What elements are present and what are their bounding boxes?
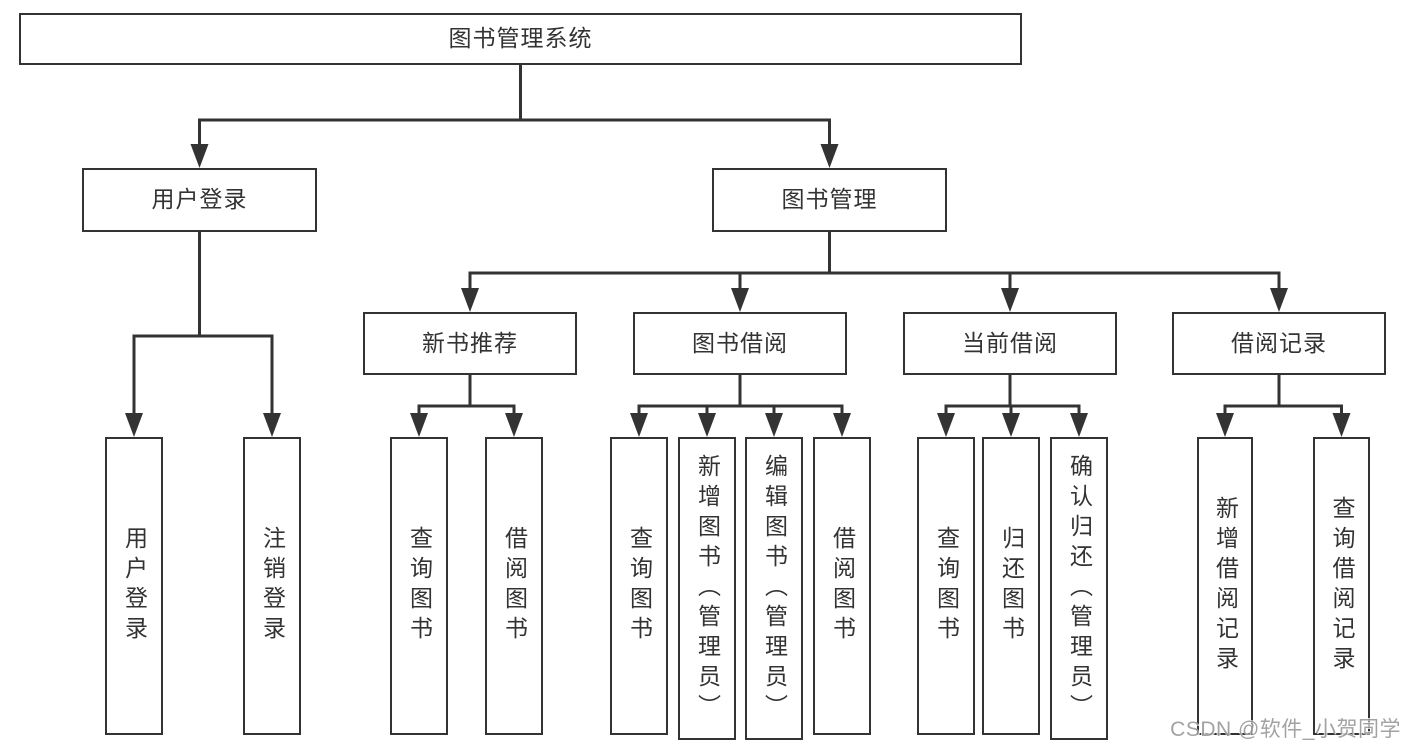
- node-borrow-records: 借阅记录: [1172, 312, 1386, 375]
- arrowhead-to-book-mgmt: [820, 144, 839, 168]
- connector-new-book-rec: [410, 375, 523, 437]
- node-leaf-logout: 注销登录: [243, 437, 301, 735]
- arrowhead-to-leaf-logout: [263, 413, 281, 437]
- node-leaf-user-login: 用户登录: [105, 437, 163, 735]
- arrowhead-to-leaf-confirm-return: [1070, 413, 1088, 437]
- arrowhead-to-book-borrow: [731, 288, 749, 312]
- connector-book-mgmt: [461, 232, 1288, 312]
- arrowhead-to-current-borrow: [1001, 288, 1019, 312]
- node-leaf-query-record: 查询借阅记录: [1313, 437, 1370, 735]
- arrowhead-to-leaf-query-book-2: [630, 413, 648, 437]
- arrowhead-to-leaf-query-book-3: [937, 413, 955, 437]
- connector-current-borrow: [937, 375, 1088, 437]
- node-new-book-rec: 新书推荐: [363, 312, 577, 375]
- node-leaf-query-book-3: 查询图书: [917, 437, 975, 735]
- arrowhead-to-new-book-rec: [461, 288, 479, 312]
- connector-user-login: [125, 232, 281, 437]
- arrowhead-to-borrow-records: [1270, 288, 1288, 312]
- connector-borrow-records: [1216, 375, 1351, 437]
- arrowhead-to-user-login: [190, 144, 209, 168]
- node-leaf-query-book-1: 查询图书: [390, 437, 448, 735]
- arrowhead-to-leaf-borrow-book-1: [505, 413, 523, 437]
- arrowhead-to-leaf-add-record: [1216, 413, 1234, 437]
- node-leaf-add-record: 新增借阅记录: [1197, 437, 1253, 735]
- node-leaf-edit-book: 编辑图书（管理员）: [745, 437, 803, 740]
- node-root: 图书管理系统: [19, 13, 1022, 65]
- connector-root: [190, 65, 839, 168]
- node-leaf-return-book: 归还图书: [982, 437, 1040, 735]
- node-leaf-query-book-2: 查询图书: [610, 437, 668, 735]
- node-leaf-confirm-return: 确认归还（管理员）: [1050, 437, 1108, 740]
- arrowhead-to-leaf-return-book: [1002, 413, 1020, 437]
- node-current-borrow: 当前借阅: [903, 312, 1117, 375]
- arrowhead-to-leaf-query-record: [1332, 413, 1351, 437]
- node-user-login: 用户登录: [82, 168, 317, 232]
- node-book-borrow: 图书借阅: [633, 312, 847, 375]
- node-leaf-borrow-book-2: 借阅图书: [813, 437, 871, 735]
- arrowhead-to-leaf-query-book-1: [410, 413, 428, 437]
- arrowhead-to-leaf-borrow-book-2: [833, 413, 851, 437]
- node-leaf-add-book: 新增图书（管理员）: [678, 437, 736, 740]
- arrowhead-to-leaf-edit-book: [765, 413, 783, 437]
- connector-book-borrow: [630, 375, 851, 437]
- node-book-mgmt: 图书管理: [712, 168, 947, 232]
- node-leaf-borrow-book-1: 借阅图书: [485, 437, 543, 735]
- arrowhead-to-leaf-add-book: [698, 413, 716, 437]
- csdn-watermark: CSDN @软件_小贺同学: [1170, 718, 1401, 741]
- arrowhead-to-leaf-user-login: [125, 413, 143, 437]
